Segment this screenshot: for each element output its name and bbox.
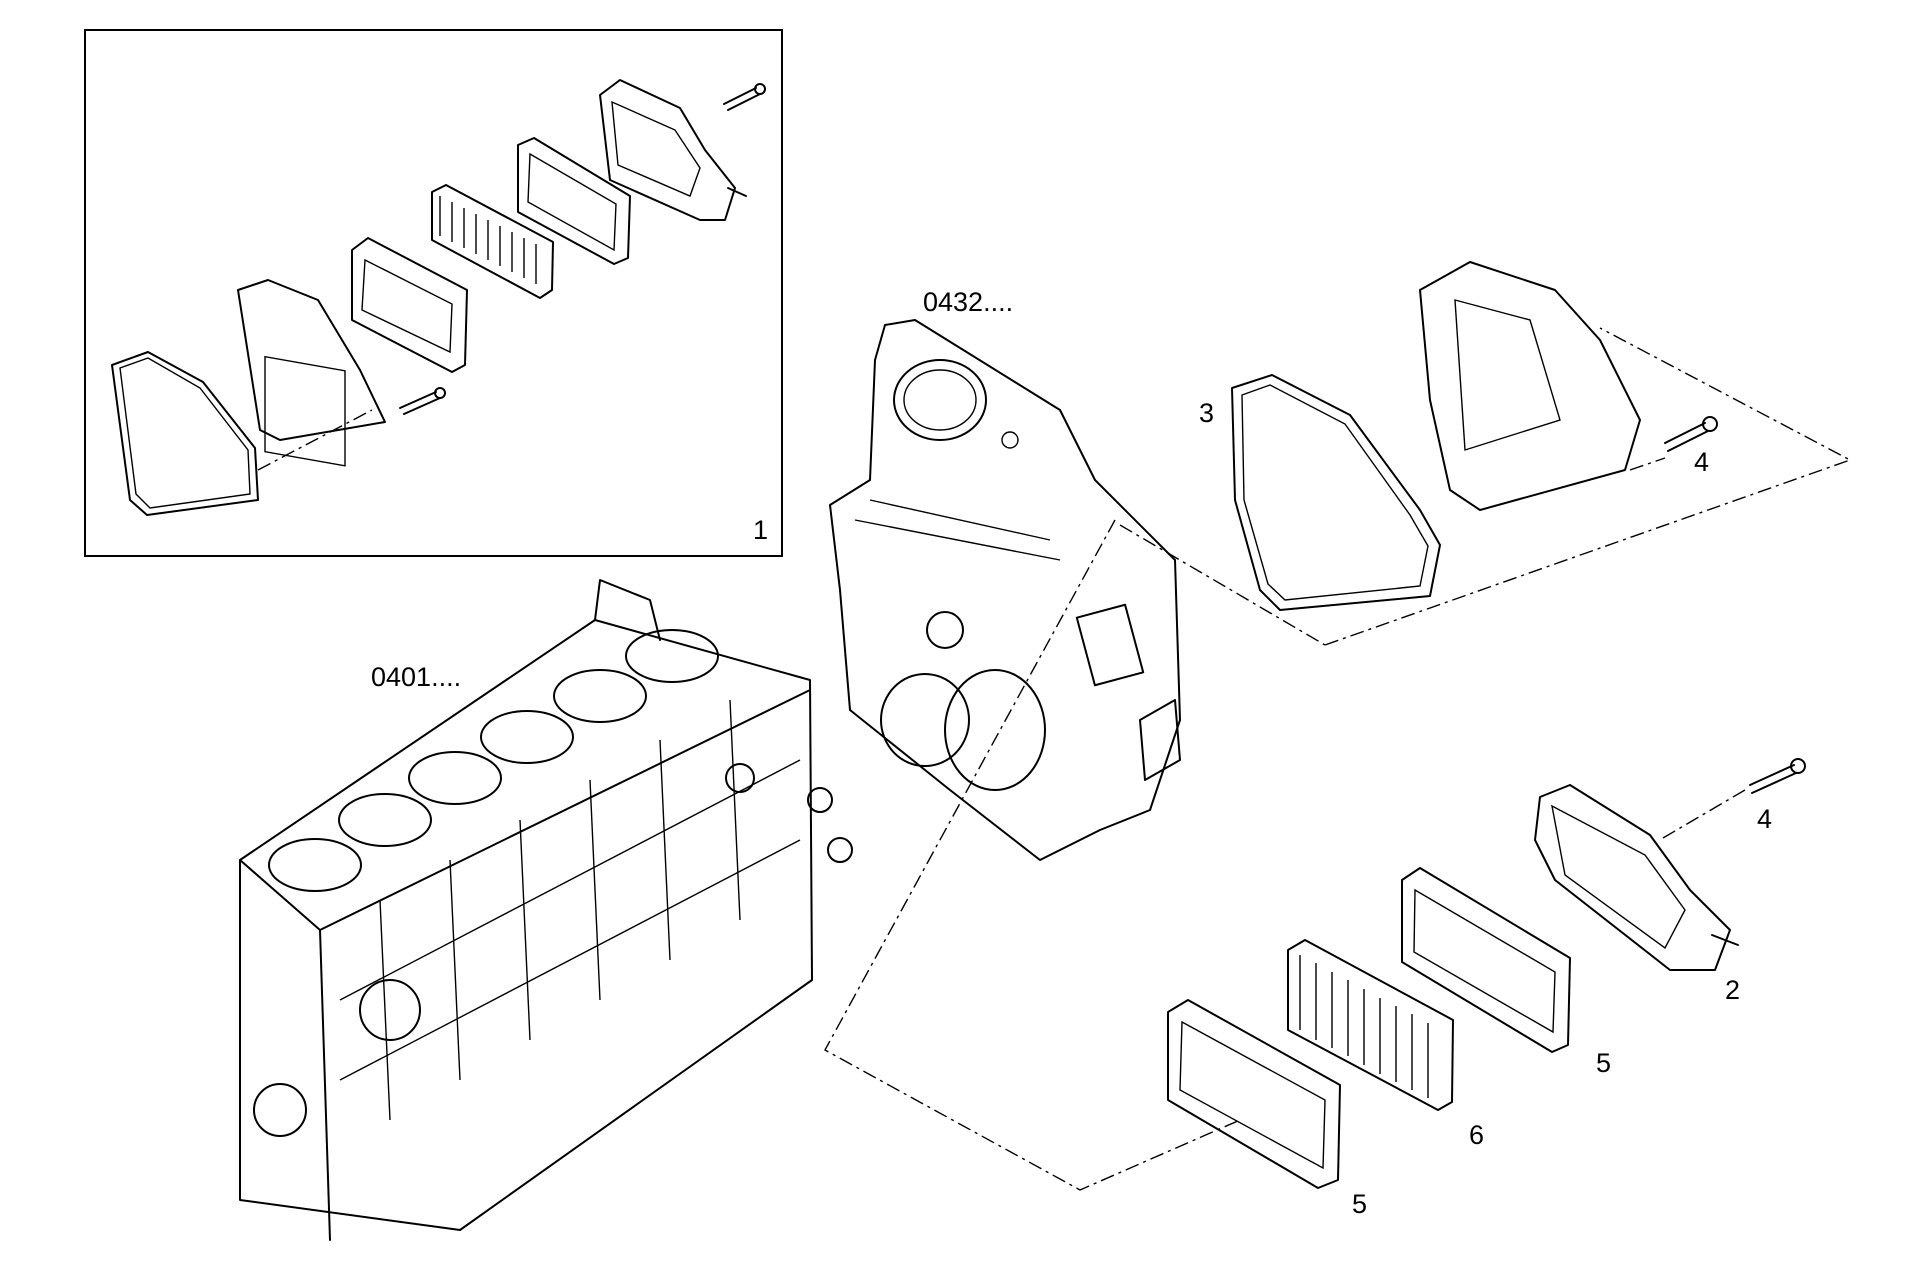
label-gasket-cover: 3 bbox=[1199, 398, 1215, 428]
label-block-ref: 0401.... bbox=[371, 662, 462, 692]
flywheel-housing bbox=[829, 319, 1181, 861]
label-screw-lower: 4 bbox=[1757, 804, 1773, 834]
inset-drawing bbox=[111, 79, 766, 516]
label-filter-cover: 2 bbox=[1725, 975, 1741, 1005]
gasket-and-cover bbox=[1119, 261, 1852, 646]
label-gasket-lower: 5 bbox=[1352, 1189, 1368, 1219]
label-filter-element: 6 bbox=[1469, 1120, 1485, 1150]
filter-assembly bbox=[824, 519, 1806, 1191]
inset-box bbox=[84, 29, 783, 557]
label-gasket-upper: 5 bbox=[1596, 1048, 1612, 1078]
label-inset-item: 1 bbox=[753, 515, 769, 545]
engine-block bbox=[239, 579, 853, 1241]
label-screw-upper: 4 bbox=[1694, 447, 1710, 477]
label-housing-ref: 0432.... bbox=[923, 287, 1014, 317]
